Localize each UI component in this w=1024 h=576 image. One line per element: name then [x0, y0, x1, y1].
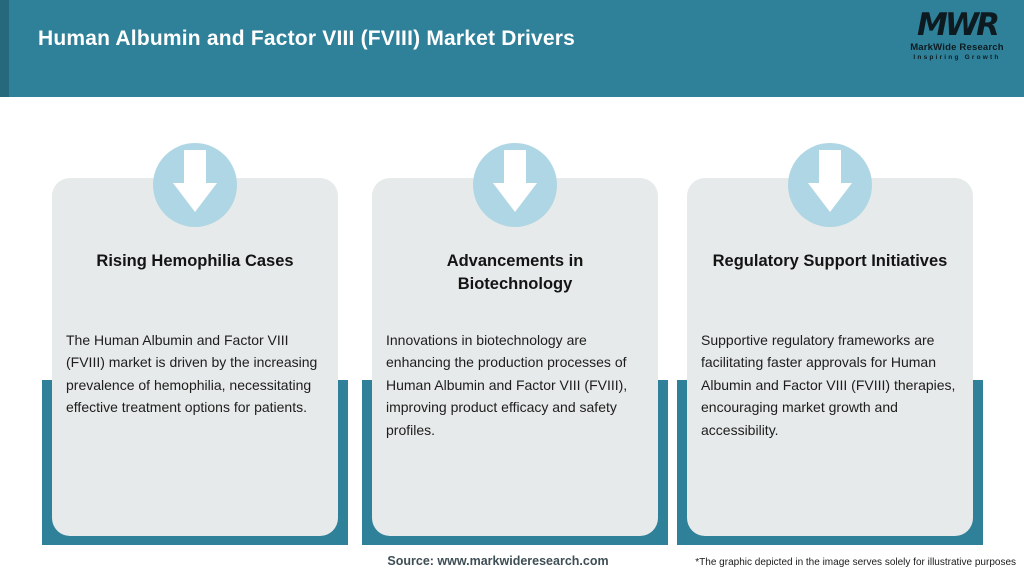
logo-monogram: MWR: [917, 7, 1000, 43]
disclaimer-note: *The graphic depicted in the image serve…: [695, 557, 1016, 568]
card-body-text: The Human Albumin and Factor VIII (FVIII…: [66, 332, 318, 416]
down-arrow-icon: [153, 143, 237, 227]
source-attribution: Source: www.markwideresearch.com: [387, 554, 609, 568]
card-body-text: Supportive regulatory frameworks are fac…: [701, 332, 956, 438]
down-arrow-icon: [473, 143, 557, 227]
card-title: Regulatory Support Initiatives: [712, 252, 948, 270]
markwide-research-logo: MWR MarkWide Research Inspiring Growth: [902, 7, 1012, 62]
logo-tagline: Inspiring Growth: [913, 54, 1001, 61]
logo-name: MarkWide Research: [910, 42, 1004, 53]
card-panel: [372, 178, 658, 536]
header-bar: Human Albumin and Factor VIII (FVIII) Ma…: [0, 0, 1024, 97]
down-arrow-icon: [788, 143, 872, 227]
header-left-edge: [0, 0, 9, 97]
card-panel: [687, 178, 973, 536]
card-panel: [52, 178, 338, 536]
card-title: Advancements in Biotechnology: [446, 252, 584, 293]
card-body-text: Innovations in biotechnology are enhanci…: [386, 332, 628, 438]
page-title: Human Albumin and Factor VIII (FVIII) Ma…: [38, 27, 576, 50]
card-title: Rising Hemophilia Cases: [96, 252, 294, 270]
